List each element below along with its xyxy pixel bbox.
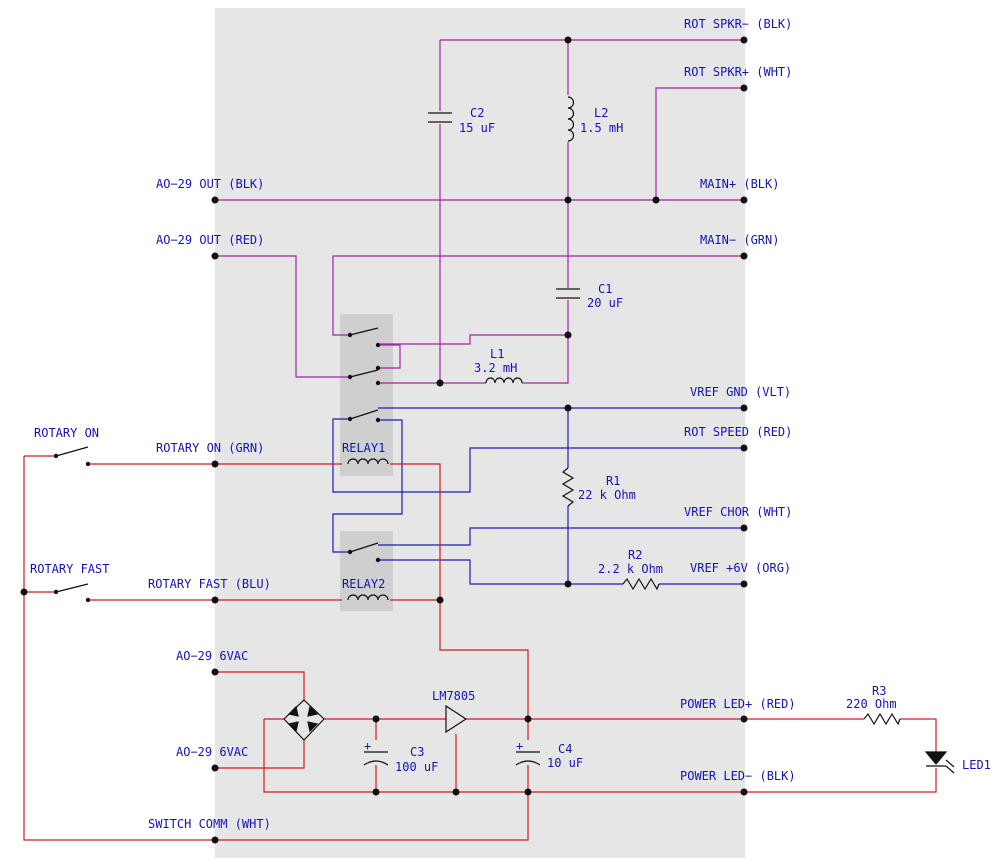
r3-ref: R3 [872, 684, 886, 698]
c2-capacitor-symbol [428, 112, 452, 123]
relay2-label: RELAY2 [342, 577, 385, 591]
label-rotary-fast-blu: ROTARY FAST (BLU) [148, 577, 271, 591]
relay1-coil-symbol [347, 458, 389, 465]
label-switch-comm: SWITCH COMM (WHT) [148, 817, 271, 831]
label-ao29-6vac-2: AO−29 6VAC [176, 745, 248, 759]
label-ao29-6vac-1: AO−29 6VAC [176, 649, 248, 663]
r2-resistor-symbol [622, 577, 660, 591]
r1-ref: R1 [606, 474, 620, 488]
r1-value: 22 k Ohm [578, 488, 636, 502]
c4-capacitor-symbol [515, 751, 541, 766]
relay2-coil-symbol [347, 594, 389, 601]
r2-ref: R2 [628, 548, 642, 562]
r3-value: 220 Ohm [846, 697, 897, 711]
relay1-body [340, 314, 393, 476]
l1-ref: L1 [490, 347, 504, 361]
l2-value: 1.5 mH [580, 121, 623, 135]
label-ao29-out-blk: AO−29 OUT (BLK) [156, 177, 264, 191]
c1-ref: C1 [598, 282, 612, 296]
relay1-contacts [347, 327, 381, 423]
c2-value: 15 uF [459, 121, 495, 135]
led1-symbol [924, 751, 955, 774]
c1-value: 20 uF [587, 296, 623, 310]
c3-value: 100 uF [395, 760, 438, 774]
label-rot-speed: ROT SPEED (RED) [684, 425, 792, 439]
signal-wiring [332, 407, 744, 585]
label-vref-gnd: VREF GND (VLT) [690, 385, 791, 399]
c1-capacitor-symbol [556, 288, 580, 299]
lm7805-label: LM7805 [432, 689, 475, 703]
l2-ref: L2 [594, 106, 608, 120]
label-rotary-on-grn: ROTARY ON (GRN) [156, 441, 264, 455]
bridge-rectifier-symbol [283, 699, 325, 741]
c3-ref: C3 [410, 745, 424, 759]
label-rot-spkr-pos: ROT SPKR+ (WHT) [684, 65, 792, 79]
r3-resistor-symbol [863, 712, 901, 726]
r2-value: 2.2 k Ohm [598, 562, 663, 576]
label-power-led-neg: POWER LED− (BLK) [680, 769, 796, 783]
label-power-led-pos: POWER LED+ (RED) [680, 697, 796, 711]
rotary-fast-switch [53, 583, 91, 603]
l1-inductor-symbol [485, 377, 523, 384]
label-rotary-on-switch: ROTARY ON [34, 426, 99, 440]
relay2-contacts [347, 542, 381, 563]
label-main-neg: MAIN− (GRN) [700, 233, 779, 247]
c4-ref: C4 [558, 742, 572, 756]
connector-labels: ROT SPKR− (BLK) ROT SPKR+ (WHT) AO−29 OU… [30, 17, 796, 831]
label-main-pos: MAIN+ (BLK) [700, 177, 779, 191]
relay1-label: RELAY1 [342, 441, 385, 455]
l2-inductor-symbol [567, 96, 575, 142]
l1-value: 3.2 mH [474, 361, 517, 375]
label-ao29-out-red: AO−29 OUT (RED) [156, 233, 264, 247]
label-vref-6v: VREF +6V (ORG) [690, 561, 791, 575]
led1-label: LED1 [962, 758, 991, 772]
c3-capacitor-symbol [363, 751, 389, 766]
label-vref-chor: VREF CHOR (WHT) [684, 505, 792, 519]
junction-dots [20, 36, 748, 844]
c4-value: 10 uF [547, 756, 583, 770]
power-wiring [23, 455, 937, 841]
label-rot-spkr-neg: ROT SPKR− (BLK) [684, 17, 792, 31]
component-labels: C2 15 uF L2 1.5 mH C1 20 uF L1 3.2 mH R1… [342, 106, 991, 774]
r1-resistor-symbol [561, 467, 575, 507]
c2-ref: C2 [470, 106, 484, 120]
c3-polarity: + [364, 739, 371, 753]
speaker-wiring [215, 39, 744, 384]
board-area [215, 8, 745, 858]
rotary-on-switch [53, 446, 91, 467]
c4-polarity: + [516, 739, 523, 753]
label-rotary-fast-switch: ROTARY FAST [30, 562, 109, 576]
lm7805-regulator-symbol [445, 704, 468, 734]
